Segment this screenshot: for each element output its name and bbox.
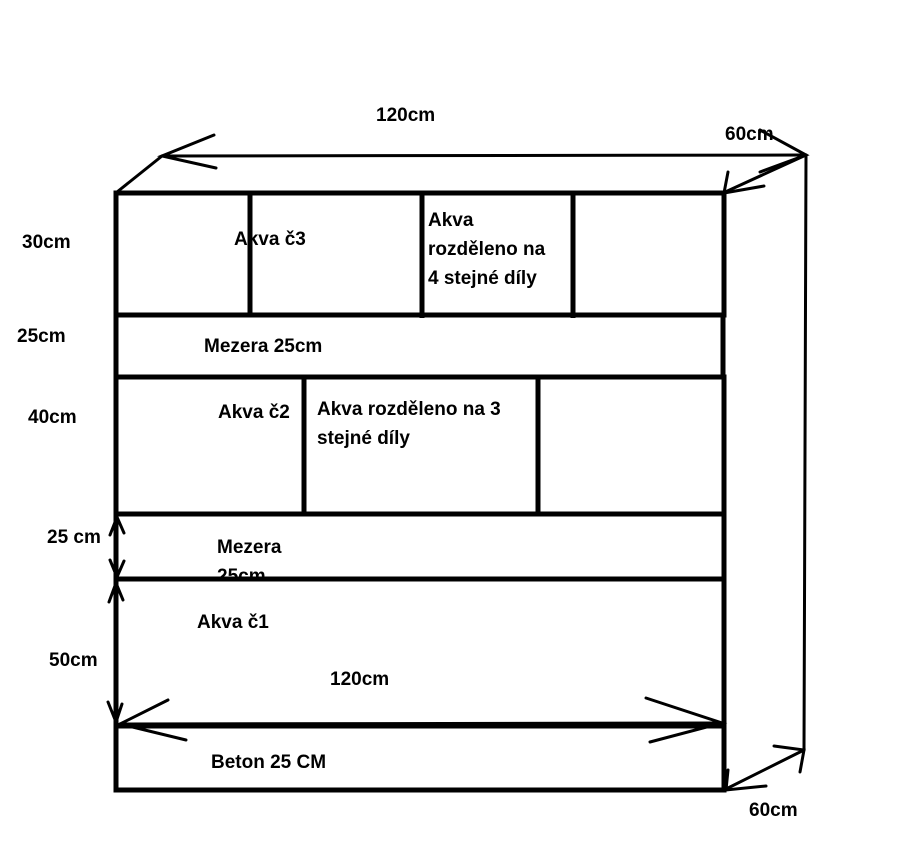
gap-lower-label-line-2: 25cm	[217, 566, 266, 587]
gap-lower-label-line-1: Mezera	[217, 537, 282, 558]
aquarium1-label: Akva č1	[197, 612, 269, 633]
bottom-depth-label: 60cm	[749, 800, 798, 821]
aquarium2-note-line-2: stejné díly	[317, 428, 410, 449]
inner-width-arrow	[118, 721, 724, 726]
top-width-arrowhead-left	[156, 133, 218, 170]
inner-width-label: 120cm	[330, 669, 389, 690]
inner-width-arrowhead-left	[115, 698, 188, 742]
aquarium3-height-label: 30cm	[22, 232, 71, 253]
aquarium3-label: Akva č3	[234, 229, 306, 250]
aquarium2-note-line-1: Akva rozděleno na 3	[317, 399, 501, 420]
aquarium3-note-line-2: rozděleno na	[428, 239, 546, 260]
depth-line-right-vertical	[802, 153, 808, 752]
gap-lower-label: Mezera 25cm	[217, 537, 287, 587]
gap-upper-label: Mezera 25cm	[204, 336, 322, 357]
lower-gap-arrowhead-top	[108, 513, 126, 537]
aquarium3-note-line-3: 4 stejné díly	[428, 268, 537, 289]
aquarium1-arrowhead-top	[107, 578, 125, 604]
aquarium2-row	[113, 374, 727, 517]
gap-lower-row	[113, 511, 727, 582]
right-depth-arrowhead	[772, 744, 806, 774]
gap-upper-height-label: 25cm	[17, 326, 66, 347]
aquarium2-height-label: 40cm	[28, 407, 77, 428]
aquarium1-arrowhead-bottom	[106, 700, 124, 727]
top-width-arrow	[160, 153, 808, 158]
concrete-row	[113, 723, 727, 793]
top-depth-label: 60cm	[725, 124, 774, 145]
top-width-label: 120cm	[376, 105, 435, 126]
depth-line-bottom-right	[722, 748, 806, 792]
inner-width-arrowhead-right	[644, 696, 728, 744]
top-width-arrowhead-right	[758, 128, 810, 174]
aquarium1-height-label: 50cm	[49, 650, 98, 671]
gap-lower-height-label: 25 cm	[47, 527, 101, 548]
aquarium2-label: Akva č2	[218, 402, 290, 423]
lower-gap-arrowhead-bottom	[108, 558, 126, 581]
aquarium3-note-line-1: Akva	[428, 210, 474, 231]
concrete-label: Beton 25 CM	[211, 752, 326, 773]
aquarium1-row	[113, 576, 727, 729]
depth-line-top-left	[115, 154, 164, 194]
